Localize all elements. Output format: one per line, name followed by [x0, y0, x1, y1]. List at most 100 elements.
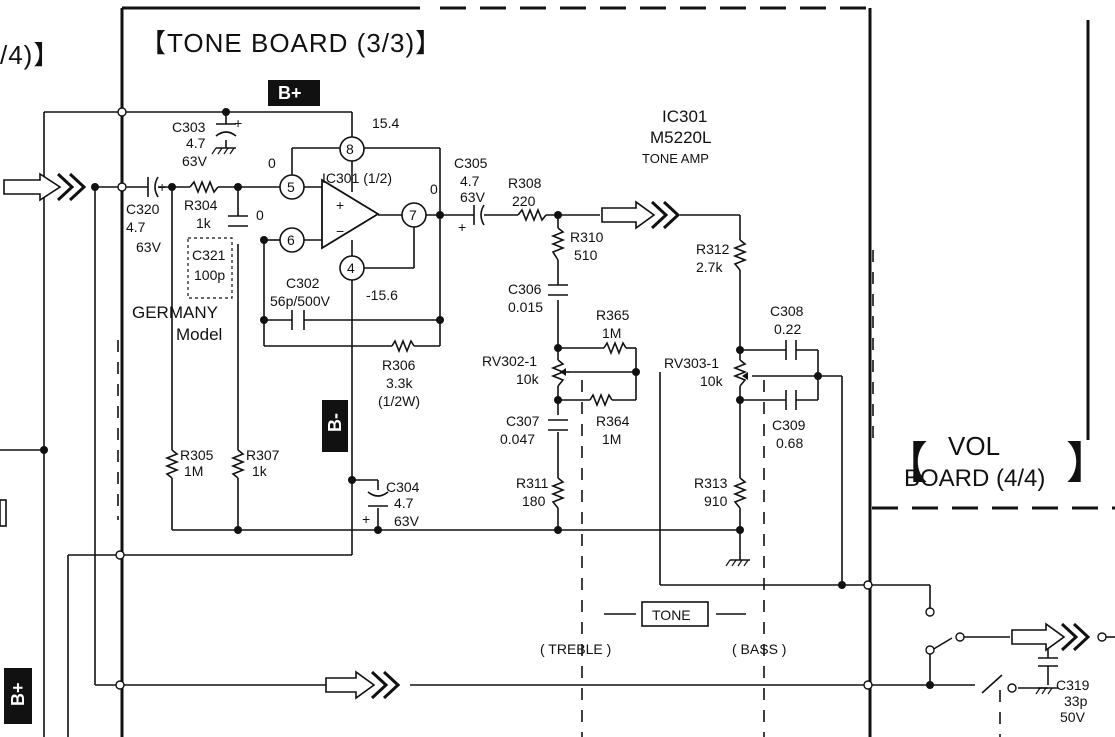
svg-text:4.7: 4.7 [126, 219, 146, 235]
svg-text:R307: R307 [246, 447, 280, 463]
bass-label: ( BASS ) [732, 641, 786, 657]
treble-label: ( TREBLE ) [540, 641, 611, 657]
svg-text:R313: R313 [694, 475, 728, 491]
wiring [0, 111, 1115, 737]
svg-text:63V: 63V [136, 239, 162, 255]
svg-text:6: 6 [287, 232, 295, 248]
svg-text:8: 8 [346, 141, 354, 157]
svg-text:7: 7 [409, 207, 417, 223]
svg-text:1k: 1k [196, 215, 212, 231]
svg-text:R365: R365 [596, 307, 630, 323]
tone-board-title: 【TONE BOARD (3/3)】 [140, 28, 442, 58]
input-arrow [3, 172, 87, 202]
pin6-voltage: 0 [256, 207, 264, 223]
svg-text:C305: C305 [454, 155, 488, 171]
capacitors [147, 120, 1058, 667]
pin5-voltage: 0 [268, 155, 276, 171]
ic-function: TONE AMP [642, 151, 709, 166]
svg-text:R305: R305 [180, 447, 214, 463]
svg-text:10k: 10k [516, 371, 540, 387]
r306-symbol [391, 338, 415, 354]
r305-symbol [164, 449, 180, 479]
pin-7 [401, 202, 427, 228]
svg-text:2.7k: 2.7k [696, 259, 723, 275]
mid-arrow [601, 200, 681, 230]
svg-text:63V: 63V [182, 153, 208, 169]
r307-symbol [230, 449, 246, 479]
svg-text:3.3k: 3.3k [386, 375, 413, 391]
c305-plus: + [458, 219, 466, 235]
svg-text:0.22: 0.22 [774, 321, 801, 337]
svg-text:R304: R304 [184, 197, 218, 213]
ic-half-label: IC301 (1/2) [322, 170, 392, 186]
svg-text:B-: B- [325, 413, 345, 432]
pin4-voltage: -15.6 [366, 287, 398, 303]
svg-text:1M: 1M [602, 325, 621, 341]
grounds [211, 147, 1058, 695]
r312-symbol [732, 239, 748, 271]
svg-text:C306: C306 [508, 281, 542, 297]
opamp-minus: − [336, 223, 344, 239]
b-plus-badge: B+ [268, 80, 320, 106]
germany-note-line2: Model [176, 325, 222, 344]
pin7-voltage: 0 [430, 181, 438, 197]
svg-text:180: 180 [522, 493, 546, 509]
svg-text:C319: C319 [1056, 677, 1090, 693]
svg-text:B+: B+ [278, 83, 302, 103]
output-arrow [1011, 622, 1091, 652]
svg-text:4.7: 4.7 [186, 135, 206, 151]
board-outlines [117, 6, 1115, 737]
prev-board-title: /4)】 [0, 40, 60, 70]
svg-text:RV302-1: RV302-1 [482, 353, 537, 369]
svg-text:63V: 63V [394, 513, 420, 529]
svg-text:R310: R310 [570, 229, 604, 245]
svg-text:R364: R364 [596, 413, 630, 429]
ic-ref: IC301 [662, 107, 707, 126]
svg-text:B+: B+ [8, 682, 28, 706]
svg-text:R311: R311 [516, 475, 549, 491]
svg-text:50V: 50V [1060, 709, 1086, 725]
svg-text:1M: 1M [184, 463, 203, 479]
svg-text:R312: R312 [696, 241, 730, 257]
vol-board-bracket-left: 【 [884, 439, 928, 488]
svg-text:C304: C304 [386, 479, 420, 495]
pin8-voltage: 15.4 [372, 115, 399, 131]
svg-text:C307: C307 [506, 413, 540, 429]
svg-text:510: 510 [574, 247, 598, 263]
ic-part: M5220L [650, 128, 711, 147]
germany-note-line1: GERMANY [132, 303, 218, 322]
svg-text:1M: 1M [602, 431, 621, 447]
c320-plus: + [158, 179, 166, 195]
pin-4 [339, 255, 365, 281]
svg-text:220: 220 [512, 193, 536, 209]
ic-pins: 8 5 6 7 4 [279, 136, 427, 281]
b-plus-badge-bottom: B+ [4, 668, 32, 724]
svg-text:63V: 63V [460, 189, 486, 205]
svg-text:910: 910 [704, 493, 728, 509]
vol-board-bracket-right: 】 [1066, 439, 1110, 488]
svg-text:4: 4 [347, 260, 355, 276]
pin-8 [339, 136, 365, 162]
opamp-plus: + [336, 197, 344, 213]
svg-text:4.7: 4.7 [460, 173, 480, 189]
left-edge-connector [0, 499, 7, 527]
svg-text:C302: C302 [286, 275, 320, 291]
svg-text:0.047: 0.047 [500, 431, 535, 447]
resistors [164, 179, 748, 509]
svg-text:C303: C303 [172, 119, 206, 135]
r308-symbol [517, 207, 547, 223]
r310-symbol [550, 227, 566, 261]
r364-symbol [589, 392, 613, 408]
svg-text:100p: 100p [194, 267, 225, 283]
svg-text:RV303-1: RV303-1 [664, 355, 719, 371]
r365-symbol [603, 340, 627, 356]
svg-text:C308: C308 [770, 303, 804, 319]
pin-6 [279, 227, 305, 253]
notes: GERMANY Model + + + + TONE ( TREBLE ) ( … [132, 115, 786, 657]
bottom-arrow [325, 670, 401, 700]
component-labels: C303 4.7 63V C320 4.7 63V R304 1k C321 1… [126, 119, 1090, 725]
svg-text:5: 5 [287, 179, 295, 195]
opamp-ic301: + − [321, 178, 380, 250]
svg-text:(1/2W): (1/2W) [378, 393, 420, 409]
